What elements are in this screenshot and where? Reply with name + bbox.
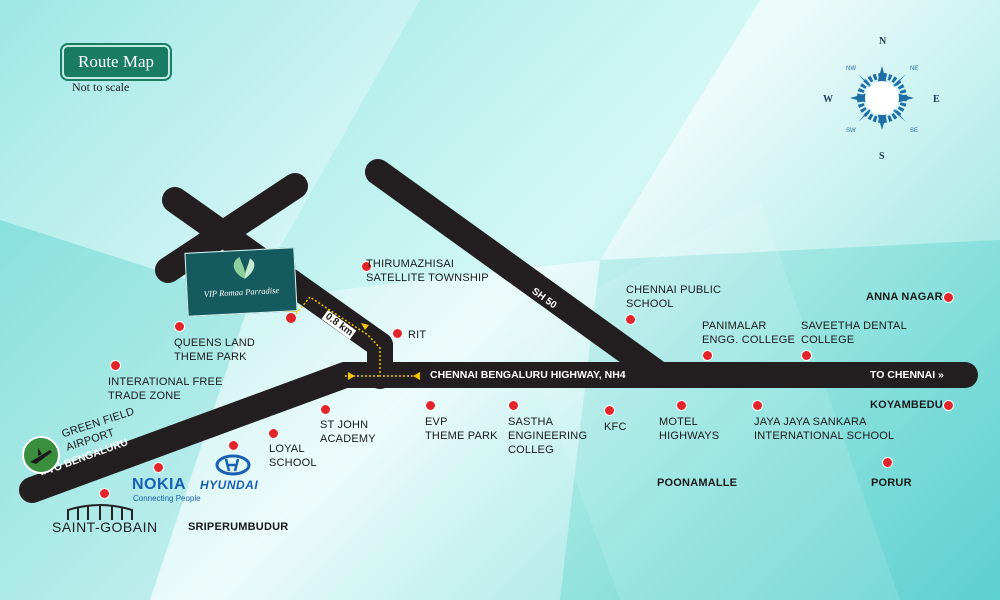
route-map-title: Route Map xyxy=(62,45,170,79)
marker-sastha xyxy=(508,400,519,411)
label-jaya: JAYA JAYA SANKARA INTERNATIONAL SCHOOL xyxy=(754,416,895,442)
label-porur: PORUR xyxy=(871,477,912,489)
marker-rit xyxy=(392,328,403,339)
saint-gobain-logo: SAINT-GOBAIN xyxy=(52,519,158,535)
route-arrow-icon xyxy=(361,323,369,330)
marker-porur xyxy=(882,457,893,468)
label-st-john: ST JOHN ACADEMY xyxy=(320,419,376,445)
saint-gobain-emblem-icon xyxy=(67,504,133,520)
marker-queens-land xyxy=(174,321,185,332)
compass-sw: SW xyxy=(846,128,856,134)
marker-chennai-public-school xyxy=(625,314,636,325)
marker-free-trade-zone xyxy=(110,360,121,371)
marker-jaya xyxy=(752,400,763,411)
label-thirumazhisai: THIRUMAZHISAI SATELLITE TOWNSHIP xyxy=(366,258,489,284)
marker-st-john xyxy=(320,404,331,415)
marker-evp xyxy=(425,400,436,411)
compass-e: E xyxy=(933,94,940,105)
label-rit: RIT xyxy=(408,329,427,341)
label-saveetha: SAVEETHA DENTAL COLLEGE xyxy=(801,320,907,346)
label-poonamalle: POONAMALLE xyxy=(657,477,738,489)
road-to-bengaluru xyxy=(19,362,358,503)
marker-anna-nagar xyxy=(943,292,954,303)
compass-n: N xyxy=(879,36,887,47)
label-sriperumbudur: SRIPERUMBUDUR xyxy=(188,521,289,533)
label-queens-land: QUEENS LAND THEME PARK xyxy=(174,337,256,363)
to-chennai-label: TO CHENNAI » xyxy=(870,369,944,381)
road-sh50 xyxy=(365,159,673,388)
label-evp: EVP THEME PARK xyxy=(425,416,498,442)
scale-note: Not to scale xyxy=(72,80,130,94)
label-free-trade-zone: INTERATIONAL FREE TRADE ZONE xyxy=(108,376,223,402)
label-motel: MOTEL HIGHWAYS xyxy=(659,416,720,442)
airport-icon xyxy=(22,436,60,474)
highway-label: CHENNAI BENGALURU HIGHWAY, NH4 xyxy=(430,369,626,381)
marker-panimalar xyxy=(702,350,713,361)
marker-koyambedu xyxy=(943,400,954,411)
compass-ne: NE xyxy=(910,66,918,72)
leaf-logo-icon xyxy=(233,257,255,279)
label-panimalar: PANIMALAR ENGG. COLLEGE xyxy=(702,320,796,346)
label-anna-nagar: ANNA NAGAR xyxy=(866,291,943,303)
marker-kfc xyxy=(604,405,615,416)
project-name: VIP Romaa Parradise xyxy=(203,285,280,299)
nokia-tagline: Connecting People xyxy=(133,494,201,503)
hyundai-logo: HYUNDAI xyxy=(200,478,259,492)
label-loyal: LOYAL SCHOOL xyxy=(269,443,317,469)
label-kfc: KFC xyxy=(604,421,627,433)
hyundai-emblem-icon xyxy=(215,454,251,476)
project-pin-icon xyxy=(286,313,296,323)
project-banner: VIP Romaa Parradise xyxy=(184,247,298,317)
label-chennai-public-school: CHENNAI PUBLIC SCHOOL xyxy=(626,284,722,310)
route-arrow-icon xyxy=(348,372,355,380)
compass-s: S xyxy=(879,151,885,162)
marker-thirumazhisai xyxy=(361,261,372,272)
compass-nw: NW xyxy=(846,66,856,72)
compass-se: SE xyxy=(910,128,918,134)
marker-loyal xyxy=(268,428,279,439)
nokia-logo: NOKIA xyxy=(132,476,187,493)
marker-saint-gobain xyxy=(99,488,110,499)
marker-motel xyxy=(676,400,687,411)
marker-hyundai xyxy=(228,440,239,451)
marker-saveetha xyxy=(801,350,812,361)
label-sastha: SASTHA ENGINEERING COLLEG xyxy=(508,416,588,456)
label-koyambedu: KOYAMBEDU xyxy=(870,399,943,411)
compass-w: W xyxy=(823,94,833,105)
compass-rose-icon: N E S W NE NW SE SW xyxy=(823,36,940,162)
marker-nokia xyxy=(153,462,164,473)
route-arrow-icon xyxy=(413,372,420,380)
